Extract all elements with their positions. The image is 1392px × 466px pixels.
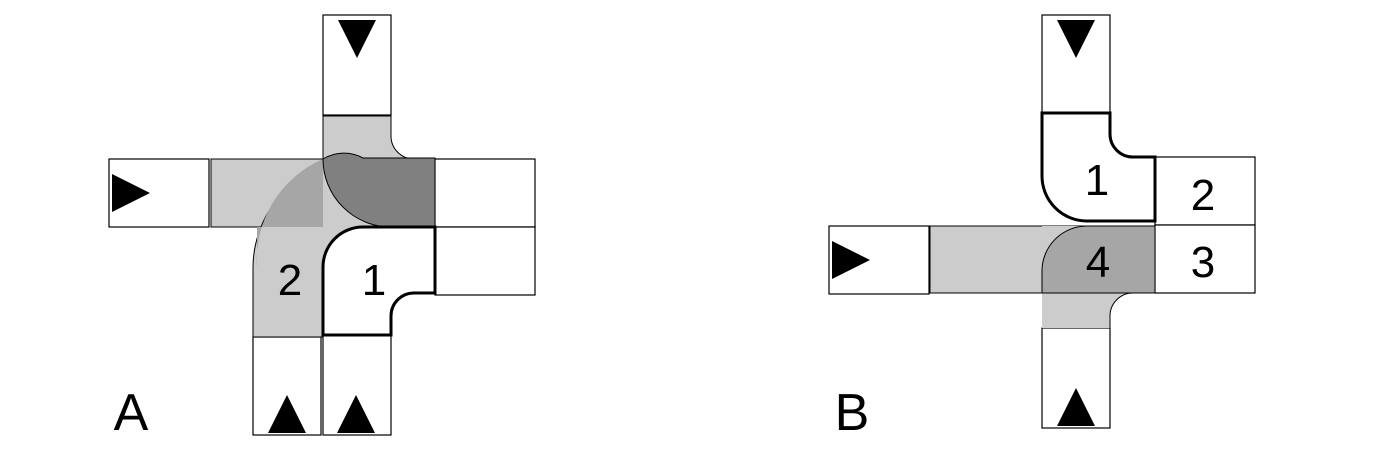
a-region-1 (321, 225, 437, 337)
b-north-down-arrow-icon (1057, 20, 1095, 58)
a-east-exit-cell-top (434, 158, 536, 228)
b-region-4-label: 4 (1086, 238, 1110, 287)
panel-a: 2 1 A (108, 14, 536, 442)
panel-a-label: A (114, 384, 149, 442)
panel-b: 1 2 3 4 B (828, 14, 1256, 442)
b-region-4 (1041, 225, 1156, 294)
a-conflict-region (256, 159, 323, 268)
b-west-entry-cell (828, 225, 930, 295)
b-region-1 (1040, 111, 1157, 223)
a-region-2-label: 2 (278, 256, 302, 305)
a-south-left-up-arrow-icon (268, 395, 306, 433)
b-east-exit-cell-2 (1154, 156, 1256, 226)
a-region-1-label: 1 (362, 256, 386, 305)
a-west-right-arrow-icon (112, 174, 150, 212)
b-east-exit-cell-3 (1154, 224, 1256, 294)
a-north-down-arrow-icon (338, 20, 376, 58)
b-region-2-label: 2 (1191, 171, 1215, 220)
a-east-exit-cell-bottom (434, 226, 536, 296)
b-south-up-arrow-icon (1057, 388, 1095, 426)
b-west-right-arrow-icon (832, 241, 870, 279)
b-region-3-label: 3 (1191, 238, 1215, 287)
b-region-1-label: 1 (1085, 156, 1109, 205)
a-south-right-up-arrow-icon (337, 395, 375, 433)
panel-b-label: B (835, 384, 870, 442)
